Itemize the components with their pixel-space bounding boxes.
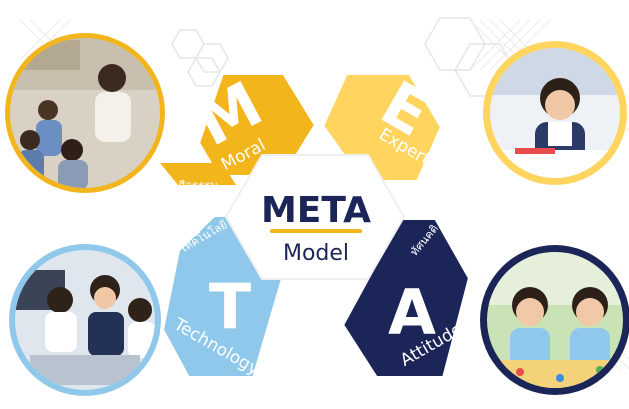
photo-teacher-with-children bbox=[5, 33, 165, 193]
center-subtitle: Model bbox=[283, 241, 349, 266]
attitude-letter: A bbox=[388, 276, 436, 349]
technology-letter: T bbox=[209, 270, 251, 343]
center-hexagon: META Model bbox=[224, 154, 406, 280]
photo-boy-writing bbox=[483, 41, 627, 185]
moral-thai-label: ศีลธรรม bbox=[178, 179, 218, 192]
photo-children-smiling bbox=[480, 245, 629, 395]
center-title: META bbox=[261, 190, 371, 231]
center-underline bbox=[270, 229, 362, 233]
photo-children-at-computers bbox=[9, 244, 161, 396]
